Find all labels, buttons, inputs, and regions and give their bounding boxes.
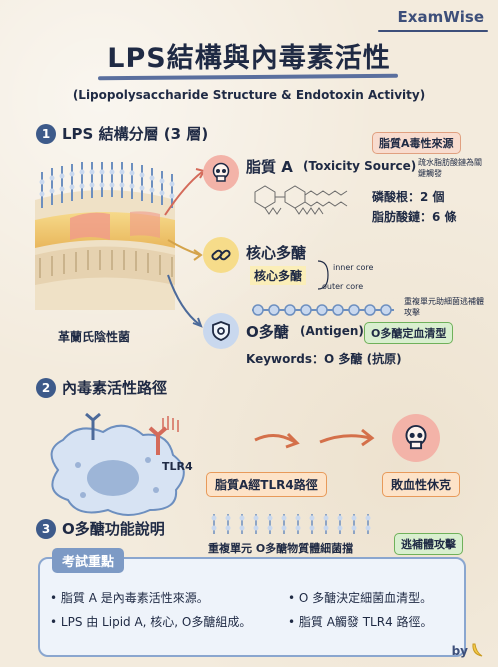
lipid-a-note: 疏水脂肪酸鏈為關鍵觸發: [418, 158, 482, 178]
fatty-acid-count: 脂肪酸鏈：6 條: [372, 210, 457, 224]
lipid-a-label: 脂質 A: [246, 158, 293, 176]
exam-points-box: [38, 557, 466, 657]
o-antigen-repeat-note: 重複單元助細菌逃補體攻擊: [404, 297, 484, 317]
banana-icon: [472, 643, 483, 657]
chain-link-icon: [203, 237, 239, 273]
exam-item: • 脂質 A觸發 TLR4 路徑。: [288, 615, 433, 629]
phosphate-count: 磷酸根：2 個: [372, 190, 445, 204]
section1-title: LPS 結構分層 (3 層): [62, 125, 209, 143]
section1-number: 1: [36, 124, 56, 144]
exam-item: • O 多醣決定細菌血清型。: [288, 591, 433, 605]
section3-number: 3: [36, 519, 56, 539]
serotype-tag: O多醣定血清型: [364, 322, 454, 344]
skull-icon: [203, 155, 239, 191]
tlr4-label: TLR4: [162, 460, 193, 473]
exam-points-tag: 考試重點: [52, 548, 125, 573]
membrane-illustration: [35, 162, 175, 310]
o-antigen-repeat-chain: [211, 514, 371, 534]
footer-by: by: [451, 644, 468, 658]
lipid-a-label-en: (Toxicity Source): [303, 159, 417, 173]
shield-icon: [203, 313, 239, 349]
repeat-unit-label: 重複單元 O多醣物質體細菌擋: [208, 542, 354, 555]
brand-underline: [378, 30, 488, 32]
keywords-text: Keywords：O 多醣 (抗原): [246, 352, 402, 366]
brand-name: ExamWise: [397, 8, 484, 26]
membrane-arrows: [164, 168, 206, 328]
o-antigen-chain: [252, 304, 394, 316]
lipid-a-structure: [254, 185, 348, 215]
o-antigen-label: O多醣: [246, 323, 289, 341]
section2-number: 2: [36, 378, 56, 398]
core-bracket: [317, 260, 329, 290]
lipid-a-toxicity-tag: 脂質A毒性來源: [372, 132, 461, 154]
pathway-tag: 脂質A經TLR4路徑: [206, 472, 327, 497]
exam-item: • LPS 由 Lipid A, 核心, O多醣組成。: [50, 615, 252, 629]
section3-title: O多醣功能說明: [62, 520, 165, 538]
page-subtitle: (Lipopolysaccharide Structure & Endotoxi…: [72, 88, 426, 102]
exam-item: • 脂質 A 是內毒素活性來源。: [50, 591, 209, 605]
macrophage-illustration: [50, 412, 185, 516]
bacteria-label: 革蘭氏陰性菌: [58, 330, 131, 344]
section2-title: 內毒素活性路徑: [62, 379, 168, 397]
outcome-skull-icon: [392, 414, 440, 462]
core-label: 核心多醣: [246, 244, 307, 262]
septic-shock-tag: 敗血性休克: [382, 472, 461, 497]
outer-core-label: outer core: [322, 282, 364, 291]
pathway-arrows: [254, 428, 375, 449]
inner-core-label: inner core: [333, 263, 374, 272]
o-antigen-label-en: (Antigen): [300, 324, 364, 338]
page-title: LPS結構與內毒素活性: [107, 43, 391, 74]
core-sub-label: 核心多醣: [250, 266, 307, 285]
evade-complement-tag: 逃補體攻擊: [394, 533, 463, 555]
